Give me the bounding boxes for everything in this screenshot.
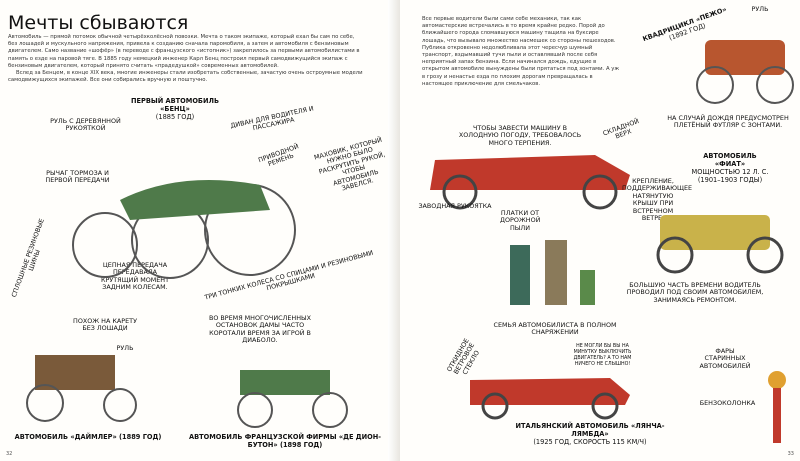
label: Фары старинных автомобилей bbox=[699, 347, 751, 370]
body-text: Все первые водители были сами себе механ… bbox=[422, 16, 620, 87]
red-car-illustration bbox=[430, 155, 630, 210]
label: Большую часть времени водитель проводил … bbox=[626, 281, 764, 304]
label: Похож на карету без лошади bbox=[73, 317, 137, 333]
label: Чтобы завести машину в холодную погоду, … bbox=[458, 124, 582, 147]
label: Платки от дорожной пыли bbox=[500, 209, 541, 232]
label: Руль bbox=[751, 5, 769, 13]
right-page: Все первые водители были сами себе механ… bbox=[400, 0, 800, 461]
label: Маховик, который нужно было раскрутить р… bbox=[313, 135, 386, 193]
speech-bubble: Не могли бы вы на минутку выключить двиг… bbox=[573, 344, 632, 367]
page-title: Мечты сбываются bbox=[8, 12, 189, 34]
left-page: Мечты сбываются Автомобиль — прямой пото… bbox=[6, 12, 386, 457]
intro-text: Автомобиль — прямой потомок обычной четы… bbox=[8, 34, 360, 69]
lancia-illustration bbox=[470, 378, 630, 420]
benz-caption: Первый автомобиль «Бенц»(1885 год) bbox=[131, 97, 219, 121]
page-number: 33 bbox=[787, 451, 794, 457]
label: Сплошные резиновые шины bbox=[9, 217, 46, 299]
daimler-car-illustration bbox=[26, 355, 137, 422]
label: Во время многочисленных остановок дамы ч… bbox=[208, 314, 312, 345]
intro-text-2: Вслед за Бенцем, в конце XIX века, многи… bbox=[8, 70, 363, 84]
benz-car-illustration bbox=[72, 180, 296, 279]
lancia-caption: Итальянский автомобиль «Лянча-Лямбда»(19… bbox=[515, 422, 665, 446]
label: На случай дождя предусмотрен плетёный фу… bbox=[667, 114, 789, 130]
family-illustration bbox=[510, 240, 595, 305]
label: Цепная передача передавала крутящий моме… bbox=[100, 261, 170, 292]
label: Крепление, поддерживающее натянутую крыш… bbox=[622, 177, 693, 223]
label: Руль с деревянной рукояткой bbox=[50, 117, 121, 133]
label: Рычаг тормоза и первой передачи bbox=[45, 169, 110, 185]
label: Заводная рукоятка bbox=[418, 202, 492, 210]
dion-caption: Автомобиль французской фирмы «Де Дион-Бу… bbox=[188, 433, 382, 449]
label: Руль bbox=[116, 344, 134, 352]
fiat-caption: Автомобиль «Фиат»мощностью 12 л. с.(1901… bbox=[691, 152, 769, 184]
peugeot-illustration bbox=[696, 40, 794, 104]
label: Семья автомобилиста в полном снаряжении bbox=[493, 321, 617, 337]
label: Диван для водителя и пассажира bbox=[229, 104, 315, 133]
page-number: 32 bbox=[6, 451, 13, 457]
label: Бензоколонка bbox=[699, 399, 756, 407]
fiat-illustration bbox=[656, 215, 784, 274]
daimler-caption: Автомобиль «Даймлер» (1889 год) bbox=[14, 433, 162, 441]
dion-bouton-illustration bbox=[237, 370, 348, 428]
gas-pump-illustration bbox=[768, 371, 786, 443]
